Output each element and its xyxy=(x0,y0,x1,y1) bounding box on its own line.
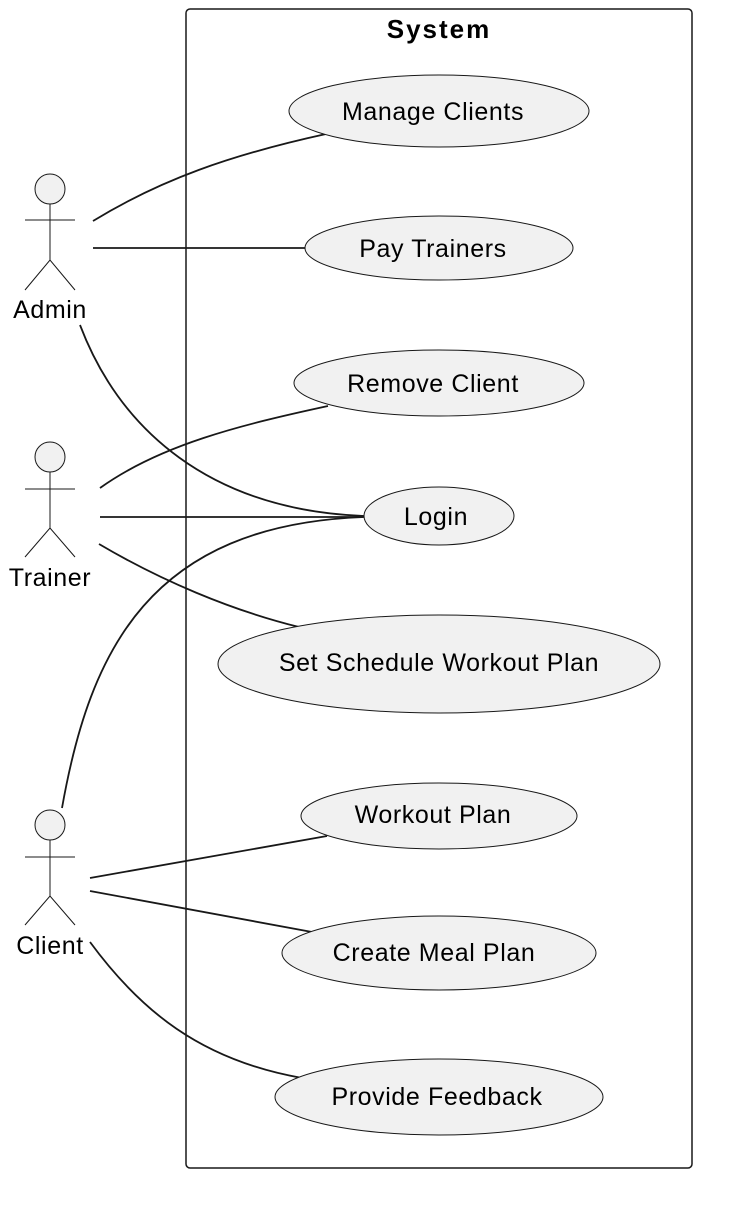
use-case-pay-trainers-ellipse[interactable] xyxy=(304,215,574,281)
use-case-create-meal-plan[interactable]: Create Meal Plan xyxy=(281,915,597,991)
use-case-login-ellipse[interactable] xyxy=(363,486,515,546)
use-case-set-schedule-workout-plan-label: Set Schedule Workout Plan xyxy=(279,649,599,677)
actor-admin-head xyxy=(34,173,66,205)
actor-trainer-legs xyxy=(24,527,76,558)
assoc-client-workout-plan xyxy=(89,835,328,879)
assoc-admin-manage-clients xyxy=(92,133,327,222)
use-case-provide-feedback-ellipse[interactable] xyxy=(274,1058,604,1136)
actor-admin[interactable]: Admin xyxy=(13,173,87,324)
system-boundary: System xyxy=(185,8,693,1169)
use-case-set-schedule-workout-plan-ellipse[interactable] xyxy=(217,614,661,714)
use-case-pay-trainers[interactable]: Pay Trainers xyxy=(304,215,574,281)
actor-trainer[interactable]: Trainer xyxy=(9,441,91,592)
use-case-remove-client-label: Remove Client xyxy=(347,370,519,398)
use-case-login-label: Login xyxy=(404,503,468,531)
use-case-remove-client-ellipse[interactable] xyxy=(293,349,585,417)
assoc-admin-login xyxy=(79,324,365,517)
use-case-remove-client[interactable]: Remove Client xyxy=(293,349,585,417)
actor-trainer-head xyxy=(34,441,66,473)
use-case-create-meal-plan-label: Create Meal Plan xyxy=(333,939,536,967)
actor-client-legs xyxy=(24,895,76,926)
use-case-provide-feedback-label: Provide Feedback xyxy=(331,1083,542,1111)
use-case-pay-trainers-label: Pay Trainers xyxy=(359,235,507,263)
actor-trainer-label: Trainer xyxy=(9,564,91,592)
use-case-manage-clients-ellipse[interactable] xyxy=(288,74,590,148)
assoc-trainer-remove-client xyxy=(99,405,329,489)
assoc-client-create-meal-plan xyxy=(89,890,313,933)
use-case-workout-plan-ellipse[interactable] xyxy=(300,782,578,850)
system-title: System xyxy=(387,14,492,44)
actor-client-label: Client xyxy=(16,932,84,960)
use-case-workout-plan[interactable]: Workout Plan xyxy=(300,782,578,850)
assoc-client-provide-feedback xyxy=(89,941,303,1079)
use-case-create-meal-plan-ellipse[interactable] xyxy=(281,915,597,991)
associations xyxy=(61,133,365,1079)
actor-client[interactable]: Client xyxy=(16,809,84,960)
use-case-provide-feedback[interactable]: Provide Feedback xyxy=(274,1058,604,1136)
use-case-manage-clients-label: Manage Clients xyxy=(342,98,524,126)
use-case-manage-clients[interactable]: Manage Clients xyxy=(288,74,590,148)
actor-client-head xyxy=(34,809,66,841)
assoc-trainer-set-schedule xyxy=(98,543,300,628)
use-case-login[interactable]: Login xyxy=(363,486,515,546)
actor-admin-legs xyxy=(24,259,76,291)
assoc-client-login xyxy=(61,516,365,809)
system-boundary-frame xyxy=(185,8,693,1169)
actor-admin-label: Admin xyxy=(13,296,87,324)
use-case-workout-plan-label: Workout Plan xyxy=(355,801,512,829)
use-case-set-schedule-workout-plan[interactable]: Set Schedule Workout Plan xyxy=(217,614,661,714)
